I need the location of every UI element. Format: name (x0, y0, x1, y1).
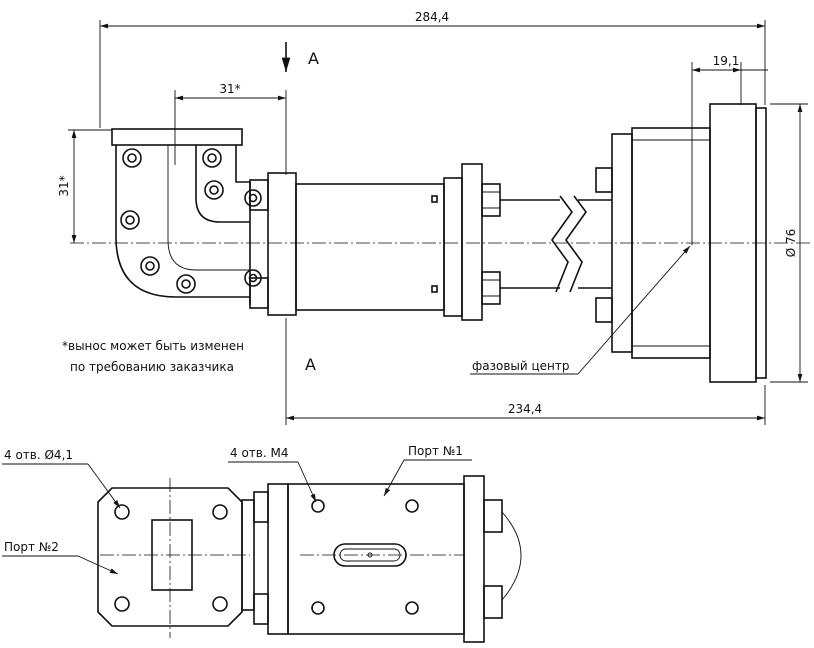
phase-center-leader (577, 245, 691, 375)
callout-holes-body: 4 отв. M4 (230, 446, 288, 460)
dim-offset-top: 31* (219, 82, 240, 96)
bolt-heads (120, 148, 262, 294)
phase-center-label: фазовый центр (472, 359, 570, 373)
section-label-bottom: A (305, 355, 316, 374)
dim-body-length: 234,4 (508, 402, 542, 416)
callout-leaders (2, 459, 472, 575)
callout-port-2: Порт №2 (4, 540, 59, 554)
section-label-top: A (308, 49, 319, 68)
dim-offset-side: 31* (57, 175, 71, 196)
callout-port-1: Порт №1 (408, 444, 463, 458)
dimension-lines (71, 23, 808, 421)
dim-diameter: Ø 76 (784, 229, 798, 258)
dim-phase-center-offset: 19,1 (713, 54, 740, 68)
note-line-2: по требованию заказчика (70, 360, 234, 374)
section-view (97, 475, 522, 643)
side-view (68, 20, 812, 425)
dim-overall-length: 284,4 (415, 10, 449, 24)
callout-holes-flange: 4 отв. Ø4,1 (4, 448, 73, 462)
note-line-1: *вынос может быть изменен (62, 339, 244, 353)
